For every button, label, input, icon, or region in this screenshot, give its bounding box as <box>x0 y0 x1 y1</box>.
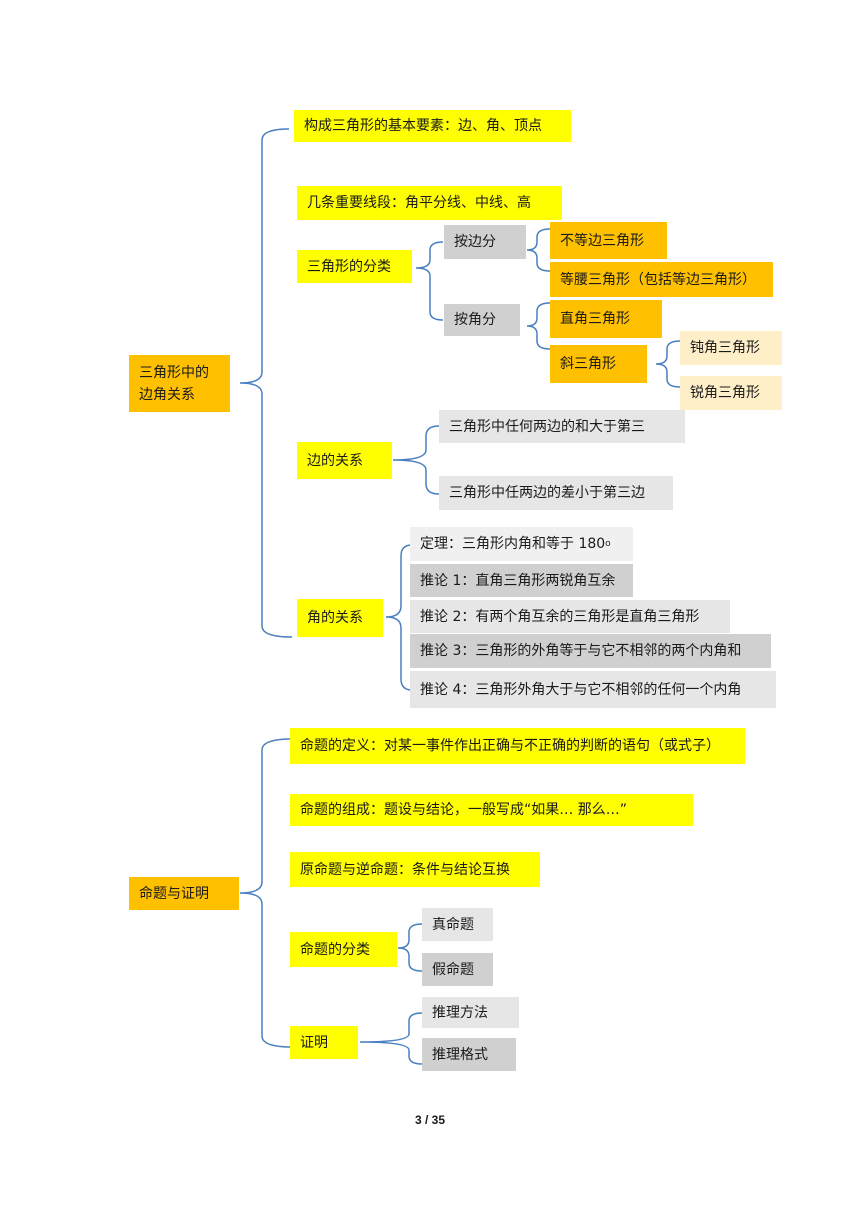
node-corollary-1: 推论 1：直角三角形两锐角互余 <box>410 564 633 597</box>
node-reasoning-format: 推理格式 <box>422 1038 516 1071</box>
node-right-triangle: 直角三角形 <box>550 300 662 338</box>
node-basic-elements: 构成三角形的基本要素：边、角、顶点 <box>294 110 571 142</box>
node-corollary-2: 推论 2：有两个角互余的三角形是直角三角形 <box>410 600 730 633</box>
node-by-angle: 按角分 <box>444 304 520 336</box>
node-false-proposition: 假命题 <box>422 953 493 986</box>
root-node-triangle-relations: 三角形中的边角关系 <box>129 355 230 412</box>
node-side-sum-rule: 三角形中任何两边的和大于第三 <box>439 410 685 443</box>
node-side-difference-rule: 三角形中任两边的差小于第三边 <box>439 476 673 510</box>
root-node-propositions-proof: 命题与证明 <box>129 877 239 910</box>
node-proof: 证明 <box>290 1026 358 1059</box>
node-angle-relations: 角的关系 <box>297 599 383 637</box>
node-obtuse-triangle: 钝角三角形 <box>680 331 782 365</box>
node-side-relations: 边的关系 <box>297 442 392 479</box>
node-proposition-classification: 命题的分类 <box>290 932 397 967</box>
node-corollary-3: 推论 3：三角形的外角等于与它不相邻的两个内角和 <box>410 634 771 668</box>
node-acute-triangle: 锐角三角形 <box>680 376 782 410</box>
node-isosceles-triangle: 等腰三角形（包括等边三角形） <box>550 262 773 297</box>
node-oblique-triangle: 斜三角形 <box>550 345 647 383</box>
page-number: 3 / 35 <box>414 1113 446 1127</box>
node-important-segments: 几条重要线段：角平分线、中线、高 <box>297 186 562 220</box>
node-proposition-composition: 命题的组成：题设与结论，一般写成“如果… 那么…” <box>290 794 693 826</box>
theorem-text: 定理：三角形内角和等于 180 <box>420 536 606 552</box>
node-proposition-definition: 命题的定义：对某一事件作出正确与不正确的判断的语句（或式子） <box>290 728 745 764</box>
node-converse-proposition: 原命题与逆命题：条件与结论互换 <box>290 852 540 887</box>
node-scalene-triangle: 不等边三角形 <box>550 222 667 259</box>
node-corollary-4: 推论 4：三角形外角大于与它不相邻的任何一个内角 <box>410 671 776 708</box>
node-triangle-classification: 三角形的分类 <box>297 250 412 283</box>
node-by-side: 按边分 <box>444 225 526 259</box>
node-true-proposition: 真命题 <box>422 908 493 941</box>
node-reasoning-method: 推理方法 <box>422 997 519 1028</box>
